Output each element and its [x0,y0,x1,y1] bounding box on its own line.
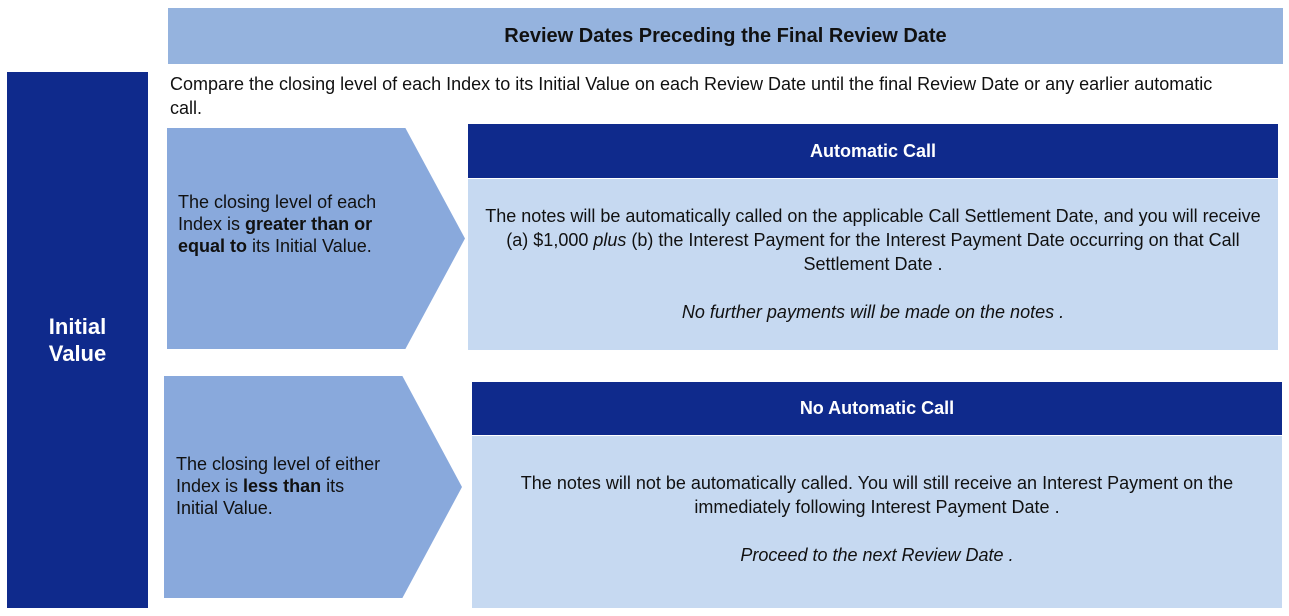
outcome-text: The notes will be automatically called o… [485,206,1261,274]
outcome-title: No Automatic Call [799,398,955,418]
condition-text-less: The closing level of either Index is les… [176,454,381,518]
intro-text: Compare the closing level of each Index … [170,74,1213,118]
outcome-body-automatic-call: The notes will be automatically called o… [468,179,1278,350]
outcome-note: Proceed to the next Review Date . [740,545,1014,565]
outcome-header-automatic-call: Automatic Call [468,124,1278,178]
outcome-note: No further payments will be made on the … [681,302,1065,322]
initial-value-label: Initial Value [48,314,107,366]
condition-chevron-greater [167,128,465,349]
outcome-body-no-automatic-call: The notes will not be automatically call… [472,436,1282,608]
diagram-header: Review Dates Preceding the Final Review … [168,8,1283,64]
outcome-title: Automatic Call [809,140,937,161]
condition-text-greater: The closing level of each Index is great… [178,192,377,256]
outcome-header-no-automatic-call: No Automatic Call [472,382,1282,435]
condition-chevron-less [164,376,462,598]
header-title: Review Dates Preceding the Final Review … [504,24,947,47]
initial-value-bar: Initial Value [7,72,148,608]
outcome-text: The notes will not be automatically call… [520,473,1234,517]
